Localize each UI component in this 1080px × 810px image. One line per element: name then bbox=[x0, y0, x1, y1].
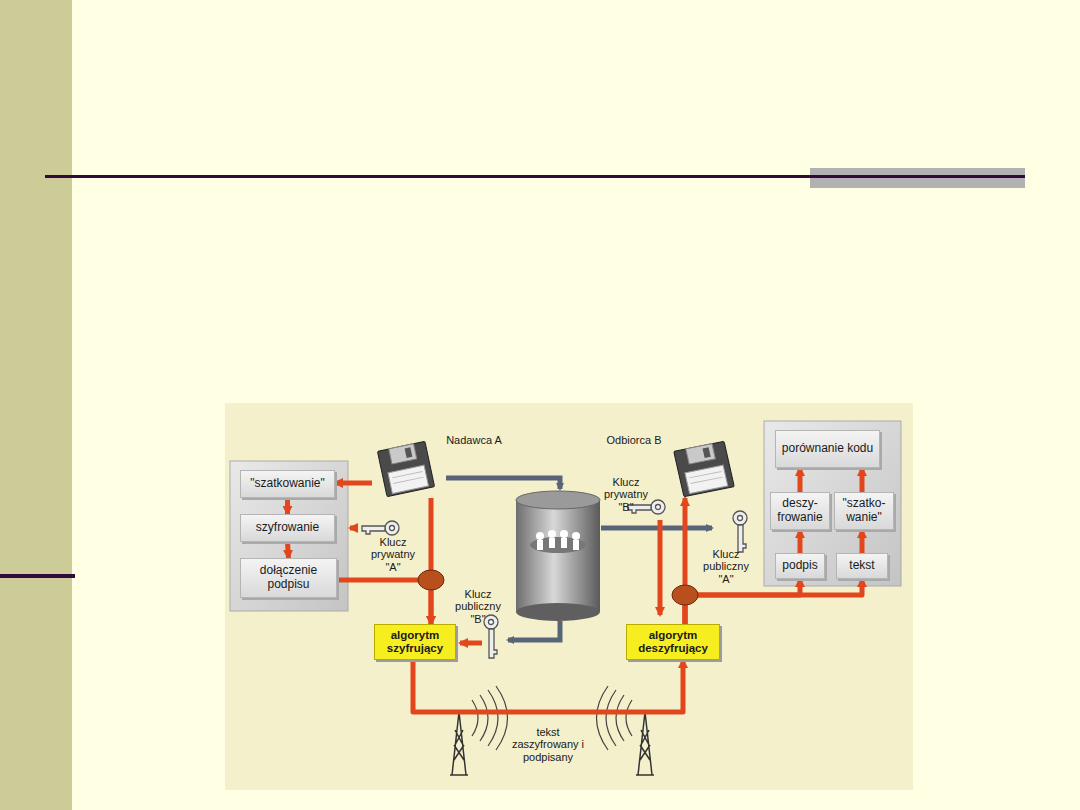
box-text: deszy- frowanie bbox=[774, 497, 826, 525]
flow-arrow bbox=[429, 498, 434, 624]
flow-arrow bbox=[413, 660, 683, 712]
edge-label: tekst zaszyfrowany i podpisany bbox=[506, 726, 590, 763]
process-panel bbox=[764, 421, 901, 586]
process-box: tekst bbox=[836, 553, 888, 579]
process-box: dołączenie podpisu bbox=[240, 558, 337, 598]
flow-arrow bbox=[685, 579, 800, 624]
floppy-disk: Nadawca A bbox=[372, 440, 440, 498]
process-box: szyfrowanie bbox=[240, 514, 335, 542]
key-icon bbox=[484, 615, 498, 658]
flow-arrow bbox=[860, 468, 865, 492]
flow-arrow bbox=[685, 579, 862, 624]
box-text: podpis bbox=[782, 559, 817, 573]
process-box: "szatko- wanie" bbox=[834, 492, 894, 530]
key-use-arrow bbox=[460, 641, 482, 646]
party-label: Odbiorca B bbox=[604, 434, 664, 447]
key-flow-arrow bbox=[508, 621, 560, 640]
box-text: szyfrowanie bbox=[256, 521, 319, 535]
side-band bbox=[0, 0, 72, 810]
junction-dot bbox=[672, 585, 698, 605]
key-label: Klucz publiczny "A" bbox=[697, 548, 755, 585]
box-text: algorytm szyfrujący bbox=[379, 629, 451, 655]
key-label: Klucz prywatny "A" bbox=[365, 536, 421, 573]
key-flow-arrow bbox=[446, 478, 560, 489]
header-rule bbox=[45, 175, 1025, 178]
box-text: algorytm deszyfrujący bbox=[631, 629, 715, 655]
flow-arrow bbox=[860, 530, 865, 553]
flow-arrow bbox=[335, 481, 372, 486]
key-use-arrow bbox=[658, 520, 663, 615]
process-box: deszy- frowanie bbox=[770, 492, 830, 530]
flow-arrow bbox=[337, 580, 431, 624]
box-text: "szatkowanie" bbox=[250, 477, 325, 491]
floppy-icon bbox=[372, 440, 440, 498]
party-label: Nadawca A bbox=[444, 434, 504, 447]
key-flow-arrow bbox=[601, 526, 712, 531]
key-label: Klucz publiczny "B" bbox=[450, 588, 506, 625]
floppy-icon bbox=[668, 440, 740, 498]
process-box: "szatkowanie" bbox=[240, 470, 335, 498]
flow-arrow bbox=[798, 468, 803, 492]
process-box: podpis bbox=[775, 553, 825, 579]
box-text: tekst bbox=[849, 559, 874, 573]
floppy-disk: Odbiorca B bbox=[668, 440, 740, 498]
box-text: porównanie kodu bbox=[782, 442, 873, 456]
radio-tower bbox=[450, 712, 654, 775]
flow-arrow bbox=[285, 498, 290, 514]
flow-arrow bbox=[798, 530, 803, 553]
picture-ground bbox=[225, 403, 913, 790]
box-text: "szatko- wanie" bbox=[838, 497, 890, 525]
side-rule bbox=[0, 574, 75, 578]
process-box: porównanie kodu bbox=[775, 430, 880, 468]
key-use-arrow bbox=[350, 526, 358, 531]
flow-arrow bbox=[288, 542, 289, 558]
box-text: dołączenie podpisu bbox=[244, 564, 333, 592]
database-cylinder bbox=[516, 491, 600, 621]
algorithm-box: algorytm szyfrujący bbox=[374, 624, 456, 660]
key-icon bbox=[733, 511, 747, 552]
algorithm-box: algorytm deszyfrujący bbox=[626, 624, 720, 660]
key-icon bbox=[362, 521, 399, 535]
process-panel bbox=[230, 461, 348, 611]
junction-dot bbox=[418, 570, 444, 590]
key-label: Klucz prywatny "B" bbox=[598, 476, 654, 513]
